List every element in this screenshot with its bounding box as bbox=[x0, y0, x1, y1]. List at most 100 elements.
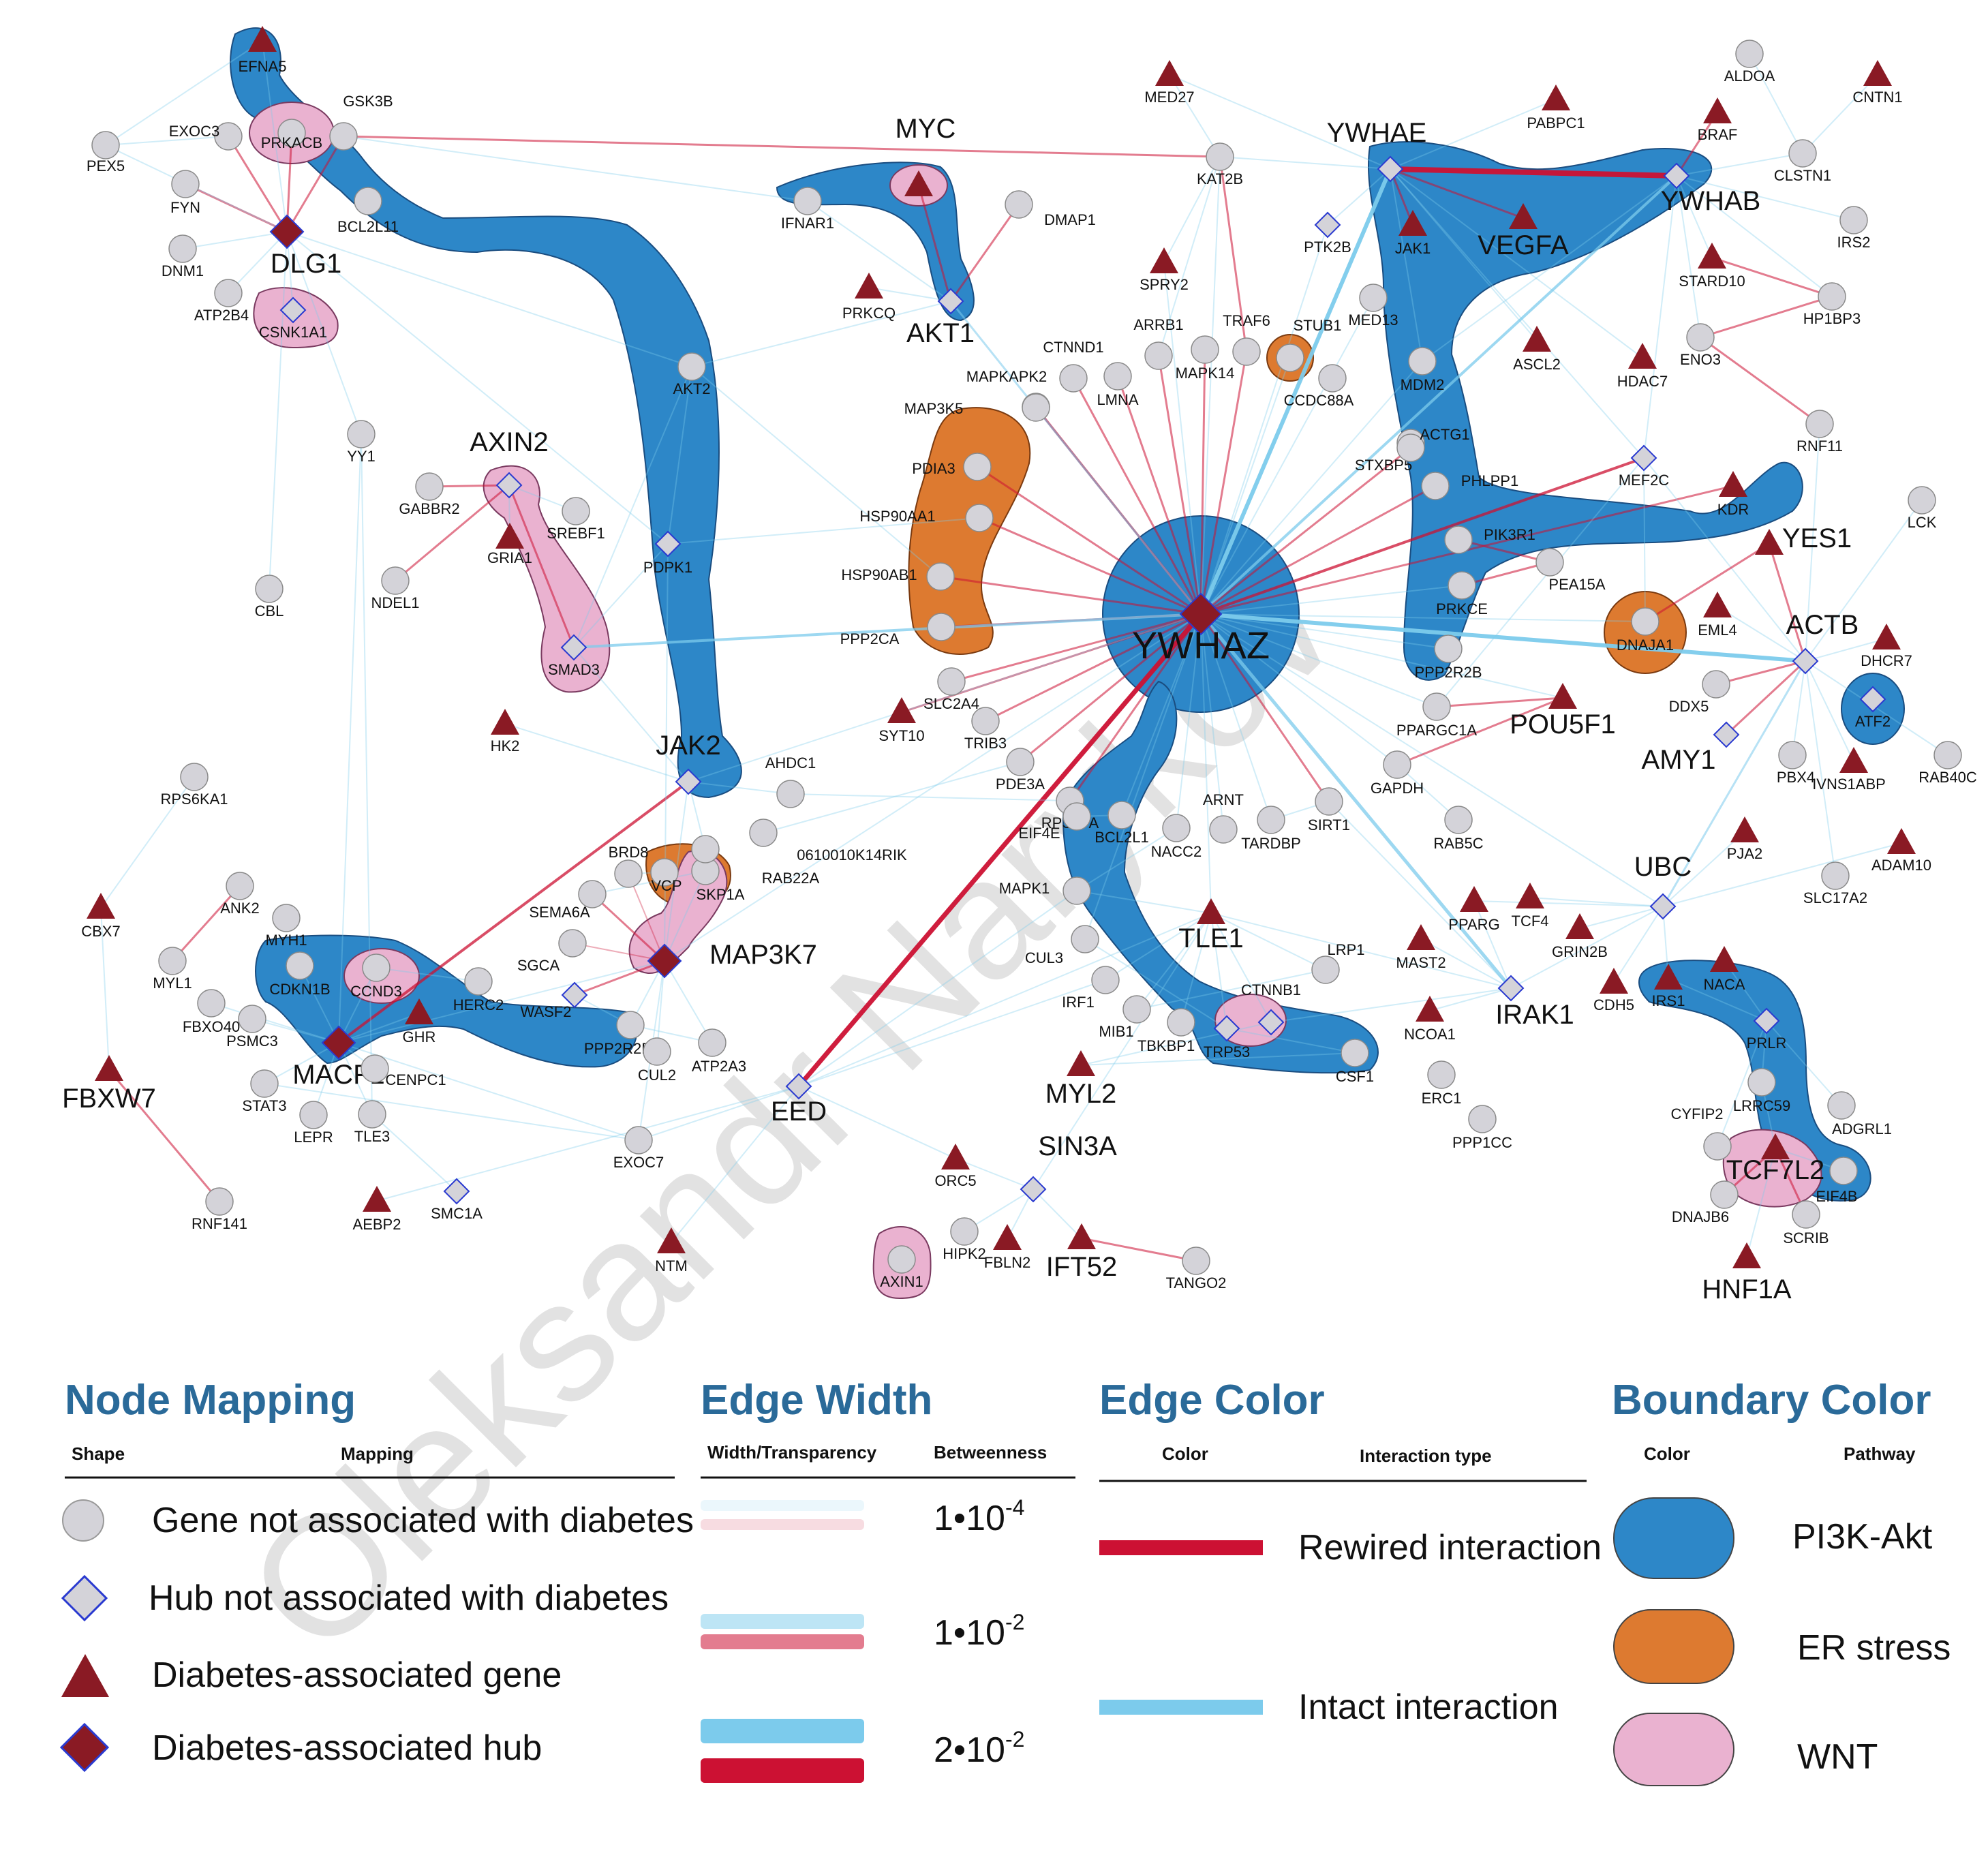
node-brd8[interactable]: BRD8 bbox=[609, 844, 649, 888]
node-mapk1[interactable]: MAPK1 bbox=[999, 876, 1091, 905]
node-aebp2[interactable]: AEBP2 bbox=[353, 1186, 401, 1233]
node-mapkapk2[interactable]: MAPKAPK2 bbox=[966, 368, 1050, 422]
node-mapk14[interactable]: MAPK14 bbox=[1176, 335, 1235, 382]
node-phlpp1[interactable]: PHLPP1 bbox=[1421, 472, 1518, 500]
node-traf6[interactable]: TRAF6 bbox=[1223, 312, 1270, 366]
node-myh1[interactable]: MYH1 bbox=[265, 904, 307, 949]
node-lmna[interactable]: LMNA bbox=[1097, 362, 1139, 408]
node-ifnar1[interactable]: IFNAR1 bbox=[781, 187, 834, 232]
node-mib1[interactable]: MIB1 bbox=[1099, 995, 1151, 1040]
node-tango2[interactable]: TANGO2 bbox=[1166, 1246, 1227, 1291]
node-spry2[interactable]: SPRY2 bbox=[1140, 247, 1189, 293]
node-fyn[interactable]: FYN bbox=[170, 170, 200, 216]
node-csf1[interactable]: CSF1 bbox=[1336, 1039, 1374, 1085]
node-psmc3[interactable]: PSMC3 bbox=[226, 1005, 278, 1050]
node-cdh5[interactable]: CDH5 bbox=[1593, 968, 1634, 1013]
node-cul3[interactable]: CUL3 bbox=[1025, 925, 1099, 966]
node-mdm2[interactable]: MDM2 bbox=[1401, 347, 1445, 393]
node-ywhae[interactable]: YWHAE bbox=[1327, 118, 1427, 183]
node-cyfip2[interactable]: CYFIP2 bbox=[1670, 1105, 1732, 1161]
node-erc1[interactable]: ERC1 bbox=[1422, 1060, 1462, 1107]
node-ndel1[interactable]: NDEL1 bbox=[371, 566, 420, 611]
node-ivns1abp[interactable]: IVNS1ABP bbox=[1812, 747, 1886, 793]
node-kdr[interactable]: KDR bbox=[1717, 471, 1749, 518]
node-eif4b[interactable]: EIF4B bbox=[1816, 1157, 1858, 1205]
node-atp2b4[interactable]: ATP2B4 bbox=[194, 279, 249, 324]
node-pabpc1[interactable]: PABPC1 bbox=[1527, 85, 1585, 132]
node-smc1a[interactable]: SMC1A bbox=[431, 1178, 483, 1222]
node-rab22a[interactable]: RAB22A bbox=[691, 835, 820, 887]
node-atf2[interactable]: ATF2 bbox=[1855, 686, 1891, 730]
node-ppp1cc[interactable]: PPP1CC bbox=[1452, 1105, 1512, 1151]
node-jak2[interactable]: JAK2 bbox=[656, 731, 721, 795]
node-pparg[interactable]: PPARG bbox=[1448, 886, 1500, 933]
node-fbln2[interactable]: FBLN2 bbox=[984, 1224, 1030, 1271]
node-tbkbp1[interactable]: TBKBP1 bbox=[1137, 1008, 1195, 1054]
node-sin3a[interactable]: SIN3A bbox=[1020, 1131, 1117, 1203]
node-pou5f1[interactable]: POU5F1 bbox=[1510, 683, 1616, 739]
node-dnm1[interactable]: DNM1 bbox=[162, 234, 204, 279]
node-sgca[interactable]: SGCA bbox=[517, 929, 587, 974]
node-trib3[interactable]: TRIB3 bbox=[964, 707, 1007, 752]
node-slc17a2[interactable]: SLC17A2 bbox=[1803, 861, 1867, 906]
node-stat3[interactable]: STAT3 bbox=[242, 1069, 287, 1114]
node-eif4e[interactable]: EIF4E bbox=[1018, 802, 1091, 842]
node-bcl2l11[interactable]: BCL2L11 bbox=[337, 187, 399, 235]
node-myl1[interactable]: MYL1 bbox=[153, 947, 192, 992]
node-lrrc59[interactable]: LRRC59 bbox=[1733, 1068, 1790, 1114]
node-ppargc1a[interactable]: PPARGC1A bbox=[1396, 692, 1478, 739]
node-amy1[interactable]: AMY1 bbox=[1642, 721, 1740, 775]
node-actb[interactable]: ACTB bbox=[1786, 610, 1859, 675]
node-eno3[interactable]: ENO3 bbox=[1680, 323, 1721, 368]
node-cdkn1b[interactable]: CDKN1B bbox=[269, 951, 331, 998]
node-stub1[interactable]: STUB1 bbox=[1276, 317, 1341, 372]
node-arrb1[interactable]: ARRB1 bbox=[1133, 316, 1184, 370]
node-irs2[interactable]: IRS2 bbox=[1837, 206, 1871, 251]
node-gapdh[interactable]: GAPDH bbox=[1371, 750, 1424, 797]
node-ahdc1[interactable]: AHDC1 bbox=[765, 754, 816, 808]
node-ccnd3[interactable]: CCND3 bbox=[350, 953, 402, 1000]
node-gria1[interactable]: GRIA1 bbox=[487, 523, 532, 566]
node-prlr[interactable]: PRLR bbox=[1747, 1007, 1787, 1052]
node-ccdc88a[interactable]: CCDC88A bbox=[1284, 364, 1354, 409]
node-ank2[interactable]: ANK2 bbox=[220, 872, 260, 917]
node-med13[interactable]: MED13 bbox=[1348, 284, 1398, 328]
node-gsk3b[interactable]: GSK3B bbox=[329, 93, 393, 151]
node-ppp2r2b[interactable]: PPP2R2B bbox=[1414, 634, 1482, 681]
node-hp1bp3[interactable]: HP1BP3 bbox=[1803, 282, 1861, 327]
node-pex5[interactable]: PEX5 bbox=[87, 131, 125, 174]
node-ddx5[interactable]: DDX5 bbox=[1669, 670, 1730, 715]
node-irak1[interactable]: IRAK1 bbox=[1495, 975, 1574, 1030]
node-tle1[interactable]: TLE1 bbox=[1178, 898, 1244, 953]
node-bcl2l1[interactable]: BCL2L1 bbox=[1095, 801, 1149, 846]
node-csnk1a1[interactable]: CSNK1A1 bbox=[259, 296, 327, 341]
node-jak1[interactable]: JAK1 bbox=[1395, 210, 1431, 257]
node-efna5[interactable]: EFNA5 bbox=[239, 26, 287, 75]
node-pde3a[interactable]: PDE3A bbox=[996, 748, 1045, 793]
node-rnf11[interactable]: RNF11 bbox=[1796, 410, 1843, 455]
node-map3k7[interactable]: MAP3K7 bbox=[647, 940, 817, 979]
node-irf1[interactable]: IRF1 bbox=[1062, 966, 1120, 1011]
node-mef2c[interactable]: MEF2C bbox=[1619, 444, 1670, 489]
node-sirt1[interactable]: SIRT1 bbox=[1308, 787, 1350, 833]
node-myl2[interactable]: MYL2 bbox=[1045, 1050, 1117, 1109]
node-orc5[interactable]: ORC5 bbox=[934, 1144, 977, 1189]
node-naca[interactable]: NACA bbox=[1703, 946, 1745, 993]
node-rab5c[interactable]: RAB5C bbox=[1433, 806, 1484, 852]
node-tcf4[interactable]: TCF4 bbox=[1512, 883, 1549, 930]
node-scrib[interactable]: SCRIB bbox=[1783, 1200, 1829, 1246]
node-actg1[interactable]: ACTG1 bbox=[1396, 426, 1470, 462]
node-syt10[interactable]: SYT10 bbox=[878, 697, 925, 744]
node-yy1[interactable]: YY1 bbox=[347, 420, 376, 465]
node-nacc2[interactable]: NACC2 bbox=[1151, 814, 1202, 860]
node-dlg1[interactable]: DLG1 bbox=[269, 214, 342, 279]
node-ascl2[interactable]: ASCL2 bbox=[1513, 326, 1561, 373]
node-stard10[interactable]: STARD10 bbox=[1679, 243, 1745, 290]
node-pbx4[interactable]: PBX4 bbox=[1777, 741, 1815, 786]
node-rab40c[interactable]: RAB40C bbox=[1918, 741, 1977, 786]
node-atp2a3[interactable]: ATP2A3 bbox=[692, 1028, 746, 1075]
node-exoc3[interactable]: EXOC3 bbox=[169, 122, 243, 151]
node-hdac7[interactable]: HDAC7 bbox=[1617, 343, 1668, 390]
node-hk2[interactable]: HK2 bbox=[491, 709, 520, 754]
node-adam10[interactable]: ADAM10 bbox=[1871, 828, 1931, 874]
